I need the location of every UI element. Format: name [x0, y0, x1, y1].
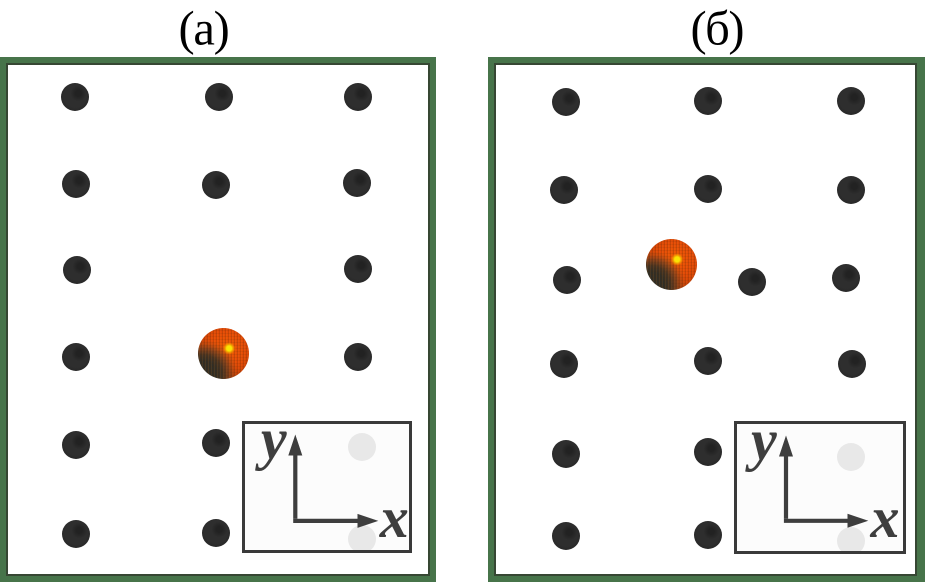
svg-text:x: x — [379, 485, 409, 550]
svg-text:y: y — [255, 406, 287, 471]
svg-text:(б): (б) — [691, 3, 744, 56]
svg-text:x: x — [870, 485, 900, 550]
svg-text:y: y — [745, 408, 777, 473]
svg-text:(а): (а) — [179, 3, 229, 56]
